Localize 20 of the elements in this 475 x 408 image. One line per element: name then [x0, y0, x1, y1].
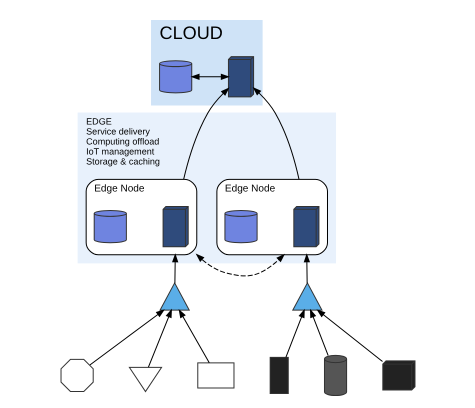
node-turbine [128, 366, 162, 392]
node-engine [60, 358, 94, 392]
arrow [178, 308, 210, 364]
arrow [147, 308, 172, 368]
arrow [284, 308, 304, 358]
arrow [252, 86, 300, 180]
arrow [316, 309, 382, 362]
arrow [195, 254, 285, 276]
arrow [190, 74, 230, 80]
arrow [172, 253, 178, 284]
node-antenna [291, 282, 322, 311]
cluster: Edge Node [216, 178, 328, 256]
cluster: Edge Node [85, 178, 197, 256]
node-phone [269, 356, 288, 394]
arrow [89, 309, 164, 366]
arrow [303, 253, 310, 284]
node-antenna [158, 282, 190, 311]
node-machine [196, 362, 234, 389]
arrow [182, 87, 229, 180]
arrow [309, 308, 328, 356]
